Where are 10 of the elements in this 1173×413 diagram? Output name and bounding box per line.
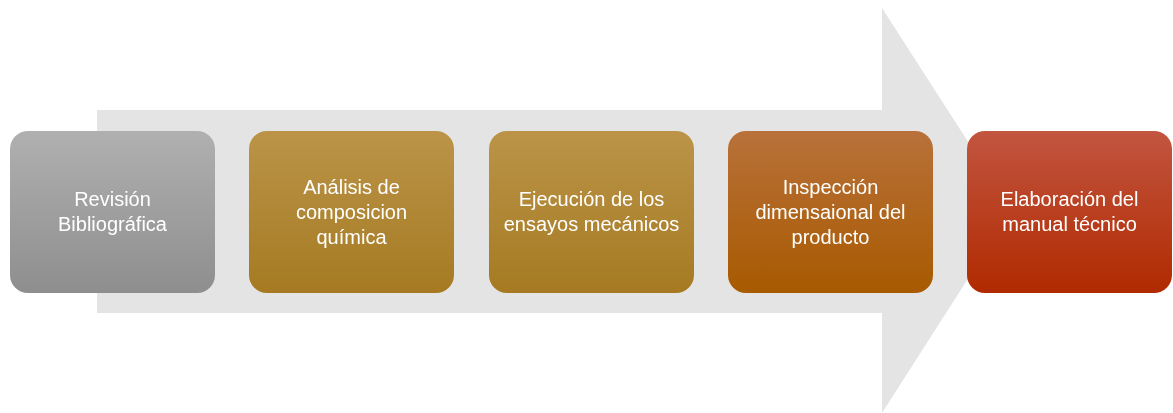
step-label: Ejecución de los ensayos mecánicos [502,187,681,237]
step-label: Revisión Bibliográfica [57,187,168,237]
process-box [249,131,454,293]
step-label: Análisis de composicion química [294,174,409,250]
process-box [10,131,215,293]
process-box [489,131,694,293]
step-label: Elaboración del manual técnico [999,187,1140,237]
process-box [728,131,933,293]
step-label: Inspección dimensaional del producto [754,174,907,250]
process-box [967,131,1172,293]
